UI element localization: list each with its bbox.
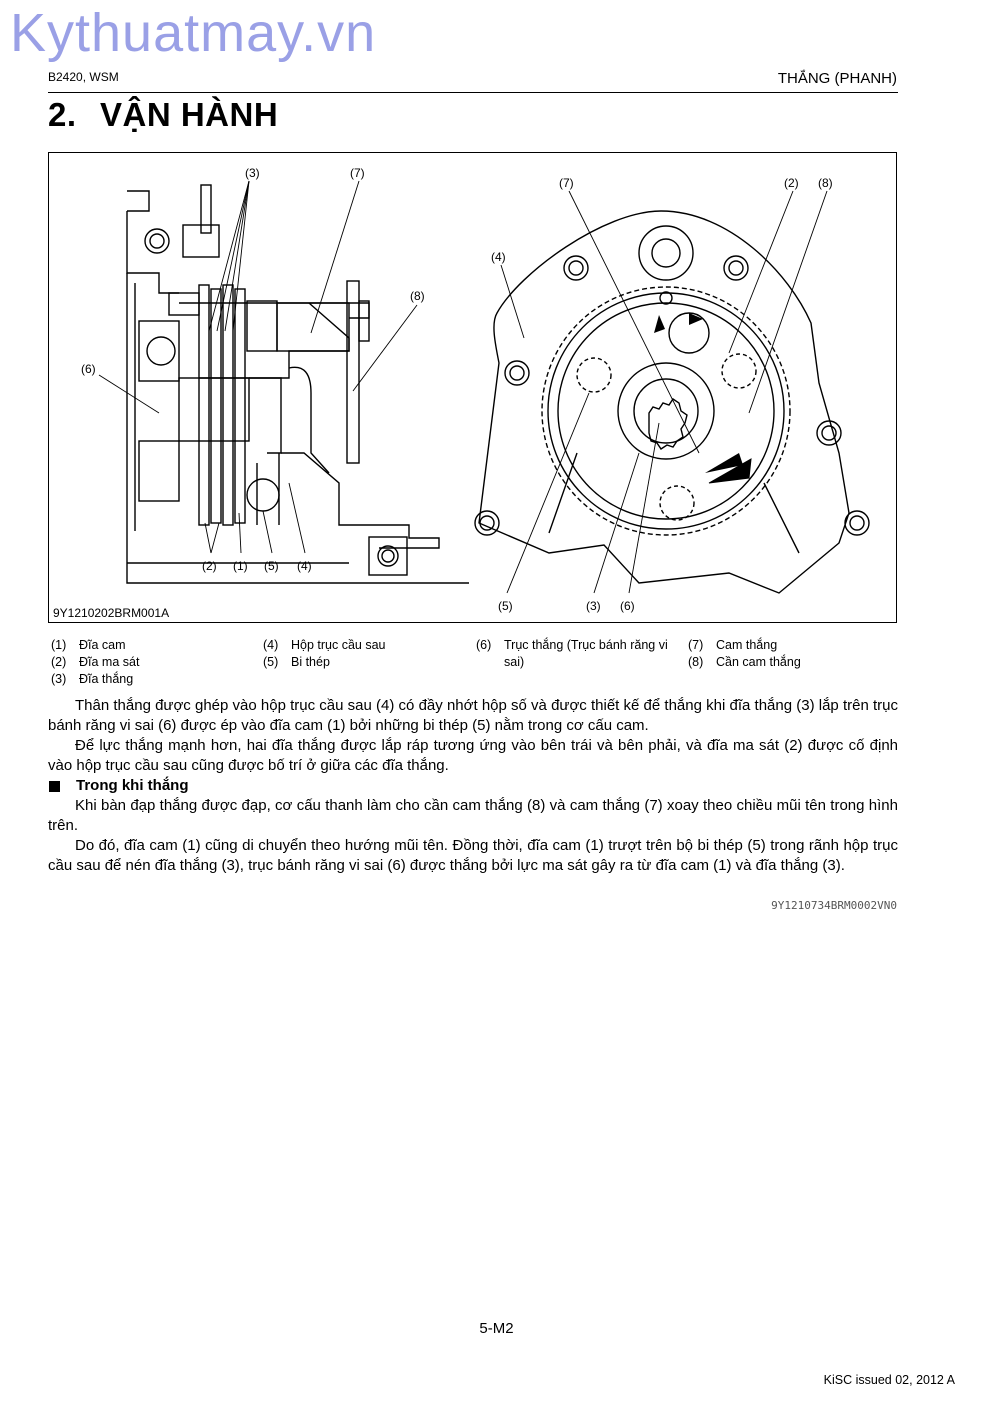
bullet-square-icon — [49, 780, 60, 792]
watermark: Kythuatmay.vn — [10, 3, 377, 63]
legend-item: (8)Cần cam thắng — [688, 655, 801, 669]
callout-right-7: (7) — [559, 176, 574, 190]
callout-left-1: (1) — [233, 559, 248, 573]
legend-item: (4)Hộp trục cầu sau — [263, 638, 386, 652]
paragraph: Do đó, đĩa cam (1) cũng di chuyển theo h… — [48, 837, 898, 874]
callout-right-8: (8) — [818, 176, 833, 190]
subheading: Trong khi thắng — [48, 776, 898, 796]
callout-left-6: (6) — [81, 362, 96, 376]
direction-arrows — [654, 313, 752, 484]
legend-item: (7)Cam thắng — [688, 638, 778, 652]
title-number: 2. — [48, 96, 77, 133]
callout-left-4: (4) — [297, 559, 312, 573]
brake-diagram — [98, 180, 870, 594]
legend-item-continued: sai) — [504, 655, 525, 669]
page-title: 2. VẬN HÀNH — [48, 96, 278, 134]
cross-section-drawing — [126, 184, 469, 584]
legend-item: (5)Bi thép — [263, 655, 330, 669]
header-section: THẮNG (PHANH) — [777, 70, 897, 87]
legend-item: (6)Trục thắng (Trục bánh răng vi — [476, 638, 668, 652]
legend-item: (3)Đĩa thắng — [51, 672, 134, 686]
issued-note: KiSC issued 02, 2012 A — [823, 1373, 955, 1387]
callout-right-3: (3) — [586, 599, 601, 613]
paragraph: Để lực thắng mạnh hơn, hai đĩa thắng đượ… — [48, 737, 898, 774]
figure-box: (3) (7) (8) (6) (2) (1) (5) (4) (7) (2) … — [48, 152, 897, 623]
title-text: VẬN HÀNH — [100, 96, 279, 133]
paragraph: Thân thắng được ghép vào hộp trục cầu sa… — [48, 697, 898, 734]
legend-item: (2)Đĩa ma sát — [51, 655, 140, 669]
callout-right-4: (4) — [491, 250, 506, 264]
leader-lines — [98, 180, 828, 594]
page-number: 5-M2 — [479, 1320, 514, 1337]
brake-housing-drawing — [474, 210, 870, 594]
callout-left-8: (8) — [410, 289, 425, 303]
document-id: 9Y1210734BRM0002VN0 — [771, 899, 897, 912]
callout-right-2: (2) — [784, 176, 799, 190]
header-model: B2420, WSM — [48, 70, 119, 84]
callout-right-6: (6) — [620, 599, 635, 613]
figure-code: 9Y1210202BRM001A — [53, 606, 170, 620]
legend-item: (1)Đĩa cam — [51, 638, 126, 652]
callout-left-5: (5) — [264, 559, 279, 573]
header-rule — [48, 92, 898, 93]
subheading-text: Trong khi thắng — [76, 777, 189, 794]
callout-left-2: (2) — [202, 559, 217, 573]
callout-left-7: (7) — [350, 166, 365, 180]
callout-left-3: (3) — [245, 166, 260, 180]
body-text: Thân thắng được ghép vào hộp trục cầu sa… — [48, 696, 898, 876]
paragraph: Khi bàn đạp thắng được đạp, cơ cấu thanh… — [48, 797, 898, 834]
callout-right-5: (5) — [498, 599, 513, 613]
figure-legend: (1)Đĩa cam (2)Đĩa ma sát (3)Đĩa thắng (4… — [48, 637, 898, 693]
